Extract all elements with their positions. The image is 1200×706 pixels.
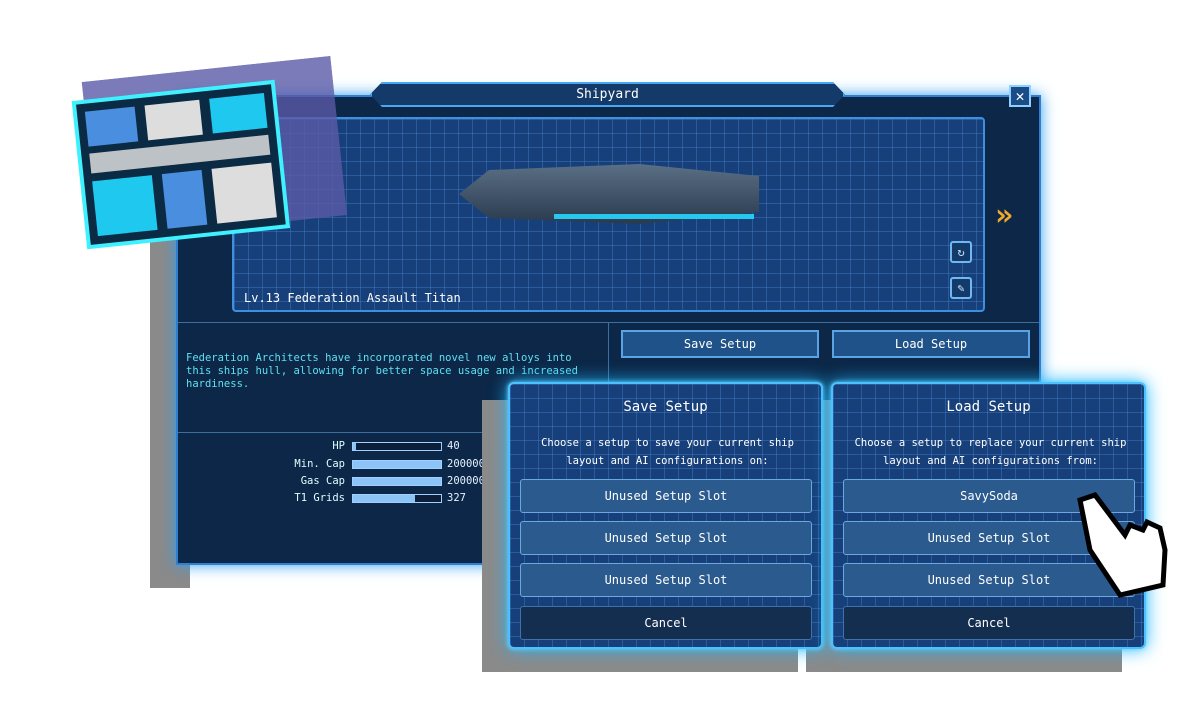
window-title: Shipyard	[370, 82, 845, 107]
stat-bar	[352, 459, 442, 469]
save-slot-1[interactable]: Unused Setup Slot	[520, 479, 812, 513]
save-setup-dialog: Save Setup Choose a setup to save your c…	[508, 382, 823, 649]
stat-bar	[352, 493, 442, 503]
stat-gas-cap: Gas Cap 200000	[250, 474, 550, 488]
dialog-title: Save Setup	[623, 399, 708, 415]
close-icon: ✕	[1015, 87, 1025, 105]
pointer-hand-icon	[1077, 492, 1168, 598]
dialog-title: Load Setup	[946, 399, 1031, 415]
divider	[178, 432, 608, 433]
stat-bar	[352, 441, 442, 451]
cancel-button[interactable]: Cancel	[843, 606, 1135, 640]
paint-button[interactable]: ✎	[950, 277, 972, 299]
stat-value: 200000	[447, 458, 485, 470]
setup-layout-illustration	[71, 55, 348, 250]
ship-viewport: Lv.13 Federation Assault Titan ↻ ✎	[232, 117, 985, 312]
stat-value: 200000	[447, 475, 485, 487]
ship-image-detail	[554, 214, 754, 219]
dialog-text: Choose a setup to save your current ship…	[541, 437, 794, 467]
save-slot-2[interactable]: Unused Setup Slot	[520, 521, 812, 555]
stat-hp: HP 40	[250, 439, 550, 453]
stat-t1-grids: T1 Grids 327	[250, 491, 550, 505]
load-slot-2[interactable]: Unused Setup Slot	[843, 521, 1135, 555]
close-button[interactable]: ✕	[1009, 85, 1031, 107]
save-setup-button[interactable]: Save Setup	[621, 330, 819, 358]
stat-label: HP	[332, 440, 345, 452]
stat-bar	[352, 476, 442, 486]
stat-label: Gas Cap	[300, 475, 345, 487]
load-slot-3[interactable]: Unused Setup Slot	[843, 563, 1135, 597]
stat-label: Min. Cap	[294, 458, 345, 470]
load-setup-button[interactable]: Load Setup	[832, 330, 1030, 358]
rotate-icon: ↻	[957, 245, 965, 259]
next-ship-arrow-icon[interactable]: »	[995, 198, 1014, 233]
ship-name: Lv.13 Federation Assault Titan	[244, 291, 461, 305]
stat-min-cap: Min. Cap 200000	[250, 457, 550, 471]
stat-value: 40	[447, 440, 460, 452]
eyedropper-icon: ✎	[957, 281, 965, 295]
rotate-button[interactable]: ↻	[950, 241, 972, 263]
stat-value: 327	[447, 492, 466, 504]
cancel-button[interactable]: Cancel	[520, 606, 812, 640]
stat-label: T1 Grids	[294, 492, 345, 504]
save-slot-3[interactable]: Unused Setup Slot	[520, 563, 812, 597]
dialog-text: Choose a setup to replace your current s…	[854, 437, 1127, 467]
ship-description: Federation Architects have incorporated …	[186, 352, 578, 390]
